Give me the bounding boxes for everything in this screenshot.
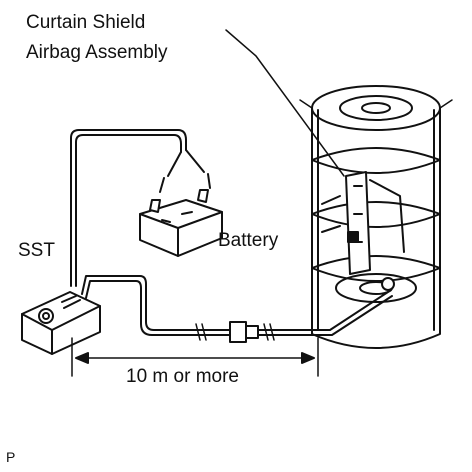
airbag-test-cage — [299, 85, 453, 349]
battery-lead-wire — [70, 129, 211, 287]
sst-label: SST — [18, 240, 55, 261]
distance-label: 10 m or more — [126, 366, 239, 387]
distance-dimension — [71, 337, 319, 377]
curtain-shield-airbag-label-line2: Airbag Assembly — [26, 42, 168, 63]
figure-code-label: P — [6, 449, 16, 465]
battery — [139, 189, 223, 257]
battery-label: Battery — [218, 230, 279, 251]
airbag-lead-wire — [81, 275, 393, 343]
curtain-shield-leader-line — [225, 29, 345, 177]
sst-device — [21, 291, 101, 355]
curtain-shield-airbag-label: Curtain Shield — [26, 12, 146, 33]
